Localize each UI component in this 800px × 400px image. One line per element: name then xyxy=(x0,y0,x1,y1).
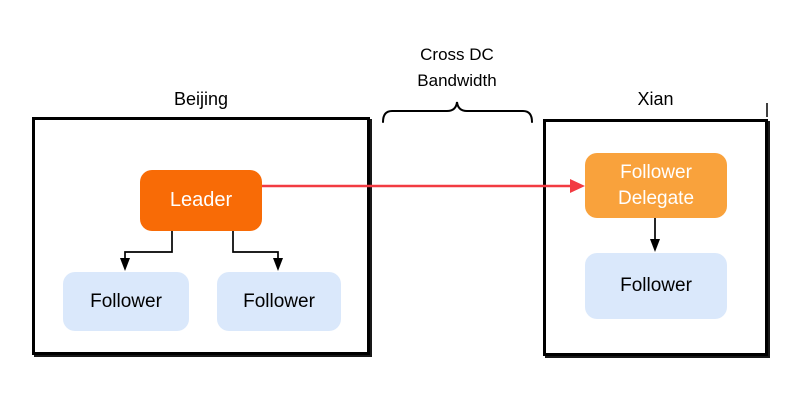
follower-delegate-label: Follower Delegate xyxy=(617,161,695,209)
follower-delegate-node: Follower Delegate xyxy=(585,153,727,218)
beijing-follower-node-1: Follower xyxy=(63,272,189,331)
leader-node: Leader xyxy=(140,170,262,231)
xian-follower-node: Follower xyxy=(585,253,727,319)
leader-node-label: Leader xyxy=(169,189,233,211)
beijing-region-label: Beijing xyxy=(173,89,229,109)
xian-follower-label: Follower xyxy=(620,275,692,296)
cross-dc-brace xyxy=(382,101,533,123)
beijing-follower-1-label: Follower xyxy=(90,290,162,312)
xian-region-label: Xian xyxy=(637,89,674,109)
cross-dc-bandwidth-line1: Cross DC xyxy=(420,45,494,64)
beijing-follower-node-2: Follower xyxy=(217,272,341,331)
cross-dc-bandwidth-line2: Bandwidth xyxy=(417,71,497,90)
beijing-follower-2-label: Follower xyxy=(243,290,315,312)
cross-dc-bandwidth-label: Cross DC Bandwidth xyxy=(377,42,537,94)
